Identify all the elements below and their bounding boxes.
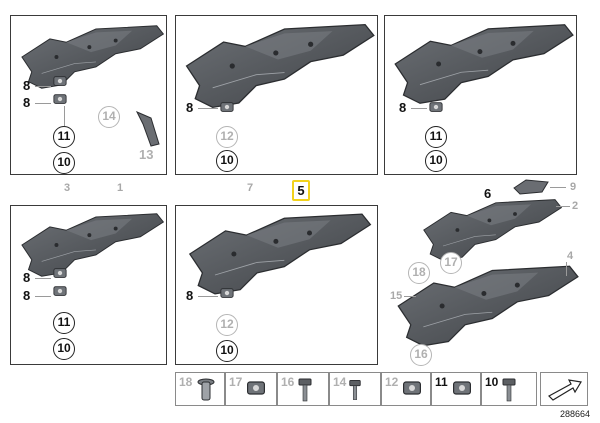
fastener-cell[interactable]: 17 xyxy=(225,372,277,406)
clip-nut-icon xyxy=(450,377,474,399)
fastener-label: 18 xyxy=(179,375,193,389)
screw-icon xyxy=(296,377,314,403)
clip-part xyxy=(218,286,236,300)
part-callout: 10 xyxy=(53,152,75,174)
fastener-label: 16 xyxy=(281,375,295,389)
fastener-cell[interactable]: 16 xyxy=(277,372,329,406)
clip-part xyxy=(51,74,69,88)
part-label: 8 xyxy=(186,288,194,303)
part-label: 1 xyxy=(117,182,124,194)
clip-nut-icon xyxy=(400,377,424,399)
part-callout: 11 xyxy=(53,126,75,148)
fastener-label: 11 xyxy=(435,375,448,389)
fastener-cell[interactable]: 12 xyxy=(381,372,431,406)
part-callout: 10 xyxy=(425,150,447,172)
part-label: 13 xyxy=(139,147,154,162)
diagram-panel-4: 8 8 11 10 xyxy=(10,205,167,365)
fastener-legend-strip: 18 17 16 14 12 11 10 xyxy=(175,372,537,406)
diagram-panel-5: 8 12 10 xyxy=(175,205,378,365)
part-label: 8 xyxy=(23,270,31,285)
part-label: 2 xyxy=(572,200,579,212)
diagram-panel-1: 8 8 11 10 14 13 xyxy=(10,15,167,175)
part-callout: 18 xyxy=(408,262,430,284)
underbody-shield-part xyxy=(17,24,165,90)
pin-icon xyxy=(348,377,362,403)
fastener-cell[interactable]: 10 xyxy=(481,372,537,406)
expansion-rivet-icon xyxy=(197,378,215,401)
part-label: 15 xyxy=(390,290,403,302)
part-label: 8 xyxy=(399,100,407,115)
arrow-icon xyxy=(548,379,582,401)
part-label: 9 xyxy=(570,181,577,193)
highlighted-part-label[interactable]: 5 xyxy=(292,180,310,201)
part-callout: 12 xyxy=(216,314,238,336)
clip-nut-icon xyxy=(244,377,268,399)
clip-part xyxy=(51,266,69,280)
clip-part xyxy=(427,100,445,114)
underbody-shield-part xyxy=(180,212,376,296)
part-callout: 14 xyxy=(98,106,120,128)
part-callout: 10 xyxy=(216,340,238,362)
part-callout: 11 xyxy=(53,312,75,334)
part-callout: 12 xyxy=(216,126,238,148)
part-callout: 11 xyxy=(425,126,447,148)
part-label: 8 xyxy=(23,78,31,93)
underbody-shield-part xyxy=(180,22,376,110)
arrow-cell[interactable] xyxy=(540,372,588,406)
underbody-shield-part xyxy=(412,198,570,262)
hex-bolt-icon xyxy=(500,377,518,403)
part-label: 8 xyxy=(23,288,31,303)
fastener-cell[interactable]: 11 xyxy=(431,372,481,406)
part-callout: 10 xyxy=(53,338,75,360)
diagram-panel-3: 8 11 10 xyxy=(384,15,577,175)
clip-part xyxy=(218,100,236,114)
part-callout: 16 xyxy=(410,344,432,366)
diagram-panel-2: 8 12 10 xyxy=(175,15,378,175)
part-label: 6 xyxy=(484,186,492,201)
part-label: 7 xyxy=(247,182,254,194)
reference-number: 288664 xyxy=(559,409,590,419)
underbody-shield-part xyxy=(389,22,575,106)
fastener-cell[interactable]: 14 xyxy=(329,372,381,406)
fastener-label: 10 xyxy=(485,375,499,389)
bracket-part xyxy=(135,111,160,147)
underbody-shield-part xyxy=(17,212,165,278)
part-callout: 10 xyxy=(216,150,238,172)
clip-part xyxy=(51,92,69,106)
part-label: 8 xyxy=(23,95,31,110)
part-label: 4 xyxy=(567,250,574,262)
part-label: 3 xyxy=(64,182,71,194)
part-callout: 17 xyxy=(440,252,462,274)
fastener-label: 17 xyxy=(229,375,243,389)
fastener-cell[interactable]: 18 xyxy=(175,372,225,406)
fastener-label: 14 xyxy=(333,375,347,389)
part-label: 8 xyxy=(186,100,194,115)
bracket-part xyxy=(513,179,549,195)
clip-part xyxy=(51,284,69,298)
fastener-label: 12 xyxy=(385,375,399,389)
